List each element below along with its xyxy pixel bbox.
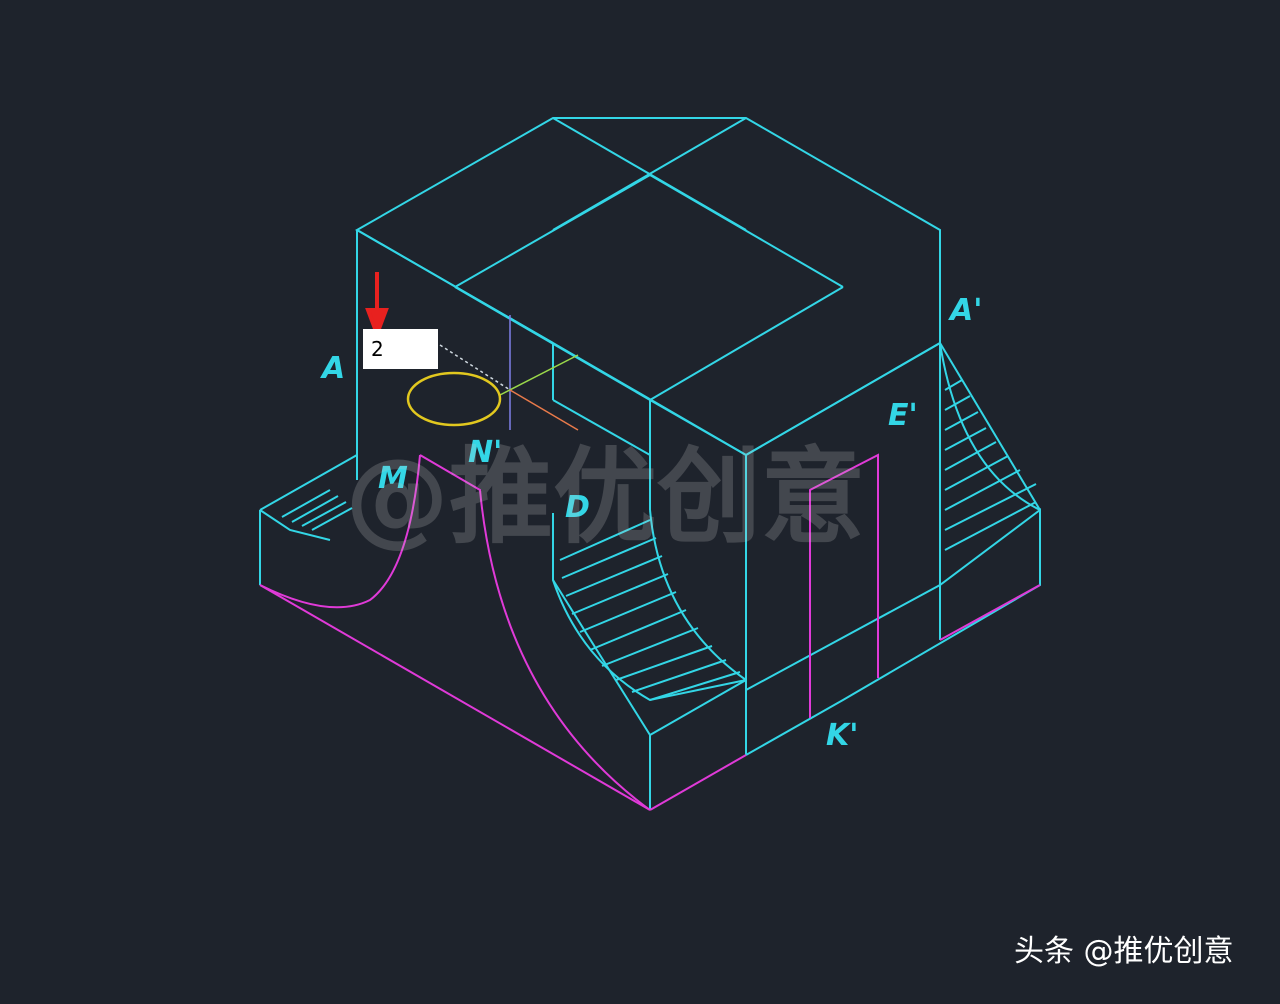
top-face-divider-4 [552, 117, 747, 231]
top-face-divider-6 [649, 286, 844, 401]
front-arc [552, 579, 747, 702]
right-face-step [939, 342, 1041, 511]
cursor-arrow-icon [365, 272, 389, 340]
center-left-edge [552, 399, 651, 456]
label-M: M [378, 461, 408, 496]
label-N-prime: N' [468, 435, 502, 470]
dimension-input[interactable] [363, 329, 438, 369]
label-A-prime: A' [948, 293, 982, 328]
label-A: A [320, 351, 345, 386]
front-hatch-region [649, 509, 747, 681]
front-hatching [559, 519, 741, 701]
front-cylinder-arc [419, 454, 651, 811]
right-slot [809, 453, 879, 718]
bottom-left-edge [259, 584, 651, 811]
bottom-right-edge [649, 754, 747, 811]
right-hatching [944, 379, 1037, 551]
right-arc [939, 342, 1041, 511]
front-lower-edge [649, 679, 747, 736]
snap-marker [406, 371, 502, 427]
front-lower-block [552, 513, 651, 810]
left-base-outline [259, 453, 358, 511]
label-D: D [565, 490, 590, 525]
dotted-track [439, 344, 511, 391]
label-E-prime: E' [888, 398, 918, 433]
right-face-outline [745, 342, 941, 456]
right-face-base [745, 508, 1041, 756]
label-K-prime: K' [826, 718, 858, 753]
top-face [354, 117, 941, 457]
tracking-line-2 [499, 354, 579, 396]
credit-text: 头条 @推优创意 [1014, 934, 1234, 969]
left-cylinder-arc [259, 454, 421, 609]
tracking-line-3 [509, 389, 579, 431]
right-bottom-magenta [939, 584, 1041, 641]
left-hatching [281, 489, 353, 531]
left-base-top [259, 509, 331, 541]
center-front-edge [649, 399, 747, 456]
